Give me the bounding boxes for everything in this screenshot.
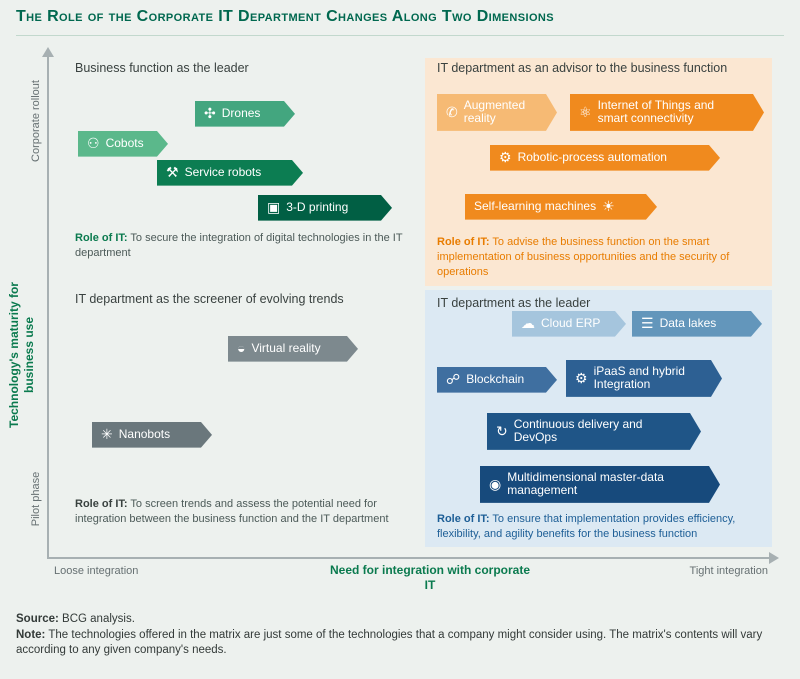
x-axis-left-label: Loose integration xyxy=(54,565,139,577)
role-label: Role of IT: xyxy=(75,498,128,510)
devops-icon: ↻ xyxy=(496,422,508,439)
tag-label: Internet of Things and smart connectivit… xyxy=(597,98,715,126)
source-label: Source: xyxy=(16,613,59,625)
tag-label: Drones xyxy=(221,106,261,121)
tech-tag-augmented-reality: ✆ Augmented reality xyxy=(437,94,557,131)
tech-tag-3d-printing: ▣ 3-D printing xyxy=(258,195,392,221)
tag-label: Cobots xyxy=(105,136,144,151)
augmented-reality-icon: ✆ xyxy=(446,103,458,120)
tech-tag-self-learning: Self-learning machines ☀ xyxy=(465,194,657,220)
tech-tag-blockchain: ☍ Blockchain xyxy=(437,367,557,393)
self-learning-icon: ☀ xyxy=(602,198,615,214)
nanobot-icon: ✳ xyxy=(101,426,113,442)
y-axis-arrowhead-icon xyxy=(42,47,54,57)
quadrant-top-left-header: Business function as the leader xyxy=(75,61,249,75)
x-axis-right-label: Tight integration xyxy=(689,565,768,577)
tech-tag-data-lakes: ☰ Data lakes xyxy=(632,311,762,337)
role-text: To screen trends and assess the potentia… xyxy=(75,498,389,525)
quadrant-bottom-left-header: IT department as the screener of evolvin… xyxy=(75,292,344,306)
y-axis-top-label: Corporate rollout xyxy=(30,80,42,162)
x-axis-arrowhead-icon xyxy=(769,552,779,564)
tag-label: Cloud ERP xyxy=(541,316,601,331)
robot-arm-icon: ⚒ xyxy=(166,164,179,180)
tag-label: Nanobots xyxy=(118,427,171,442)
x-axis-line xyxy=(47,557,771,559)
y-axis-title: Technology's maturity for business use xyxy=(7,282,36,428)
tag-label: Augmented reality xyxy=(463,98,526,126)
role-label: Role of IT: xyxy=(437,513,490,525)
x-axis-title: Need for integration with corporate IT xyxy=(330,563,531,592)
role-text: To advise the business function on the s… xyxy=(437,236,730,278)
note-text: The technologies offered in the matrix a… xyxy=(16,629,763,656)
tech-tag-master-data: ◉ Multidimensional master-data managemen… xyxy=(480,466,720,503)
page-title: The Role of the Corporate IT Department … xyxy=(16,8,784,36)
matrix-chart: Technology's maturity for business use C… xyxy=(0,45,800,605)
tech-tag-ipaas: ⚙ iPaaS and hybrid Integration xyxy=(566,360,722,397)
quadrant-top-right-header: IT department as an advisor to the busin… xyxy=(437,61,728,75)
cobot-icon: ⚇ xyxy=(87,135,100,151)
quadrant-bottom-right-header: IT department as the leader xyxy=(437,296,591,310)
role-label: Role of IT: xyxy=(437,236,490,248)
tag-label: 3-D printing xyxy=(286,200,349,215)
tech-tag-cobots: ⚇ Cobots xyxy=(78,131,168,157)
tech-tag-virtual-reality: ◒ Virtual reality xyxy=(228,336,358,362)
tag-label: Virtual reality xyxy=(251,341,321,356)
tech-tag-cloud-erp: ☁ Cloud ERP xyxy=(512,311,626,337)
printer-3d-icon: ▣ xyxy=(267,199,281,215)
tag-label: Multidimensional master-data management xyxy=(507,470,664,498)
role-of-it-bottom-left: Role of IT: To screen trends and assess … xyxy=(75,497,405,527)
drone-icon: ✣ xyxy=(204,105,216,121)
role-of-it-bottom-right: Role of IT: To ensure that implementatio… xyxy=(437,512,765,542)
tech-tag-service-robots: ⚒ Service robots xyxy=(157,160,303,186)
tag-label: Self-learning machines xyxy=(474,199,597,214)
blockchain-icon: ☍ xyxy=(446,371,461,387)
note-label: Note: xyxy=(16,629,46,641)
tag-label: Blockchain xyxy=(466,372,525,387)
tag-label: Continuous delivery and DevOps xyxy=(513,417,643,445)
tag-label: Data lakes xyxy=(659,316,717,331)
tech-tag-continuous-delivery: ↻ Continuous delivery and DevOps xyxy=(487,413,701,450)
vr-headset-icon: ◒ xyxy=(237,340,246,356)
cloud-icon: ☁ xyxy=(521,315,535,331)
ipaas-icon: ⚙ xyxy=(575,369,588,386)
tech-tag-rpa: ⚙ Robotic-process automation xyxy=(490,145,720,171)
note-line: Note: The technologies offered in the ma… xyxy=(16,628,786,658)
role-label: Role of IT: xyxy=(75,232,128,244)
tag-label: Robotic-process automation xyxy=(517,150,667,165)
y-axis-bottom-label: Pilot phase xyxy=(30,471,42,527)
tag-label: Service robots xyxy=(184,165,262,180)
role-text: To ensure that implementation provides e… xyxy=(437,513,736,540)
role-of-it-top-right: Role of IT: To advise the business funct… xyxy=(437,235,765,280)
rpa-icon: ⚙ xyxy=(499,149,512,165)
iot-icon: ⚛ xyxy=(579,103,592,120)
tech-tag-drones: ✣ Drones xyxy=(195,101,295,127)
y-axis-line xyxy=(47,57,49,557)
role-text: To secure the integration of digital tec… xyxy=(75,232,403,259)
tag-label: iPaaS and hybrid Integration xyxy=(593,364,685,392)
role-of-it-top-left: Role of IT: To secure the integration of… xyxy=(75,231,405,261)
tech-tag-iot: ⚛ Internet of Things and smart connectiv… xyxy=(570,94,764,131)
data-lakes-icon: ☰ xyxy=(641,315,654,331)
tech-tag-nanobots: ✳ Nanobots xyxy=(92,422,212,448)
source-text: BCG analysis. xyxy=(62,613,135,625)
master-data-icon: ◉ xyxy=(489,475,502,492)
source-line: Source: BCG analysis. xyxy=(16,612,135,627)
